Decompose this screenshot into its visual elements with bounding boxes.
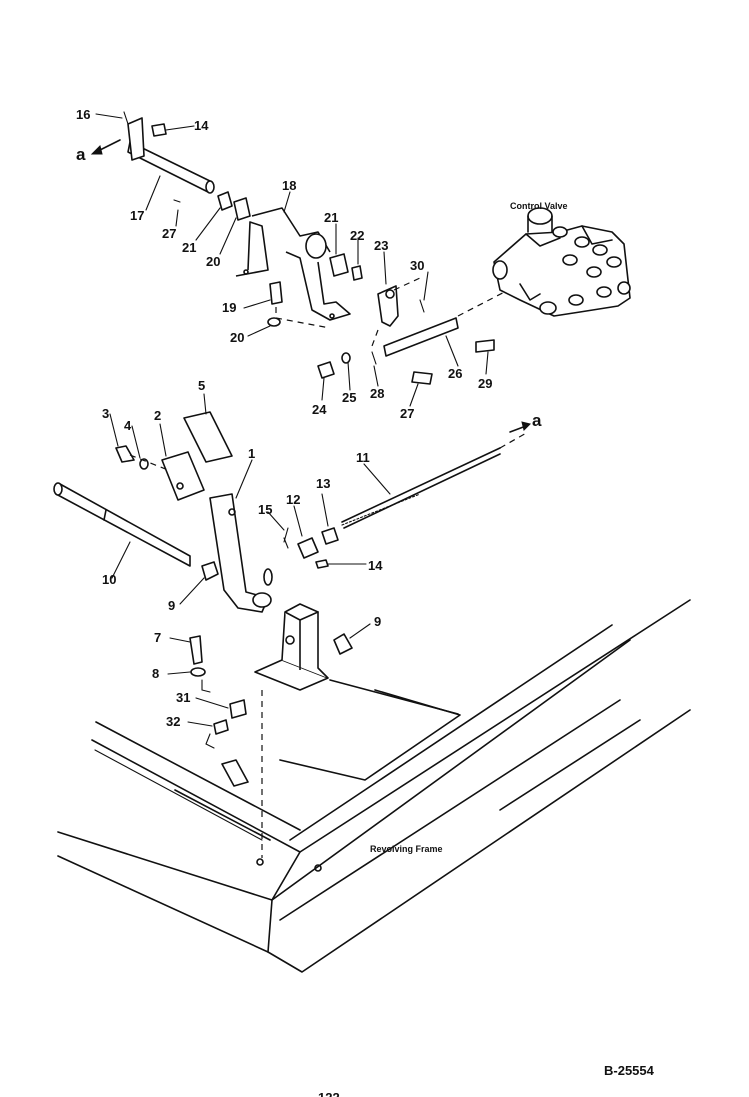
callout-20-left: 20 (206, 254, 220, 269)
callout-29: 29 (478, 376, 492, 391)
callout-1: 1 (248, 446, 255, 461)
callout-12: 12 (286, 492, 300, 507)
callout-18: 19 (222, 300, 236, 315)
rod-11 (321, 431, 529, 545)
bracket-17 (235, 207, 351, 329)
callout-24: 25 (342, 390, 356, 405)
callout-4: 4 (124, 418, 132, 433)
callout-3: 3 (102, 406, 109, 421)
collars-20-21 (173, 191, 363, 281)
rod-26 (371, 283, 521, 385)
bolt-23 (317, 352, 351, 379)
parts-31-32 (205, 699, 249, 787)
callout-15-lower: 15 (258, 502, 272, 517)
drawing-code: B-25554 (604, 1063, 655, 1078)
callout-28: 28 (370, 386, 384, 401)
callout-26: 26 (448, 366, 462, 381)
callout-21-left: 21 (182, 240, 196, 255)
callout-21-right: 22 (350, 228, 364, 243)
callout-15-upper: 16 (76, 107, 90, 122)
callout-32: 32 (166, 714, 180, 729)
callout-16: 17 (130, 208, 144, 223)
control-valve (492, 207, 631, 317)
callout-19: 20 (230, 330, 244, 345)
callout-20-right: 21 (324, 210, 338, 225)
bushing-9-right (333, 633, 353, 655)
callout-9-left: 9 (168, 598, 175, 613)
reference-label-lower: a (532, 411, 542, 430)
page-number-fragment: 122 (318, 1090, 340, 1097)
pedal-lever (209, 493, 273, 613)
callout-27: 27 (400, 406, 414, 421)
callout-9-right: 9 (374, 614, 381, 629)
revolving-frame-label: Revolving Frame (370, 844, 443, 854)
pedal-bracket (254, 603, 329, 858)
bolt-3 (115, 445, 169, 471)
leader-lines (95, 113, 489, 727)
pedal-plates (161, 411, 233, 501)
bolt-7 (189, 635, 211, 693)
bushing-9-left (201, 561, 219, 581)
callout-2: 2 (154, 408, 161, 423)
revolving-frame (57, 599, 691, 973)
shaft-10 (53, 482, 191, 567)
callout-14-lower: 14 (368, 558, 383, 573)
callout-13: 13 (316, 476, 330, 491)
reference-arrow-upper (90, 139, 121, 155)
callout-22: 23 (374, 238, 388, 253)
callout-30: 30 (410, 258, 424, 273)
callout-numbers: 16 14 17 27 21 20 18 21 22 23 19 20 30 2… (76, 107, 492, 729)
callout-11: 11 (356, 450, 370, 465)
callout-5: 5 (198, 378, 205, 393)
lever-22 (371, 277, 421, 347)
yoke-12 (283, 527, 329, 569)
callout-23: 24 (312, 402, 327, 417)
control-valve-label: Control Valve (510, 201, 568, 211)
callout-10: 10 (102, 572, 116, 587)
callout-8: 8 (152, 666, 159, 681)
reference-arrow-lower (509, 421, 531, 433)
callout-7: 7 (154, 630, 161, 645)
reference-label-upper: a (76, 145, 86, 164)
callout-25: 27 (162, 226, 176, 241)
callout-17: 18 (282, 178, 296, 193)
callout-14-upper: 14 (194, 118, 209, 133)
shaft-16 (123, 111, 215, 194)
bolt-18 (267, 281, 283, 327)
callout-31: 31 (176, 690, 190, 705)
